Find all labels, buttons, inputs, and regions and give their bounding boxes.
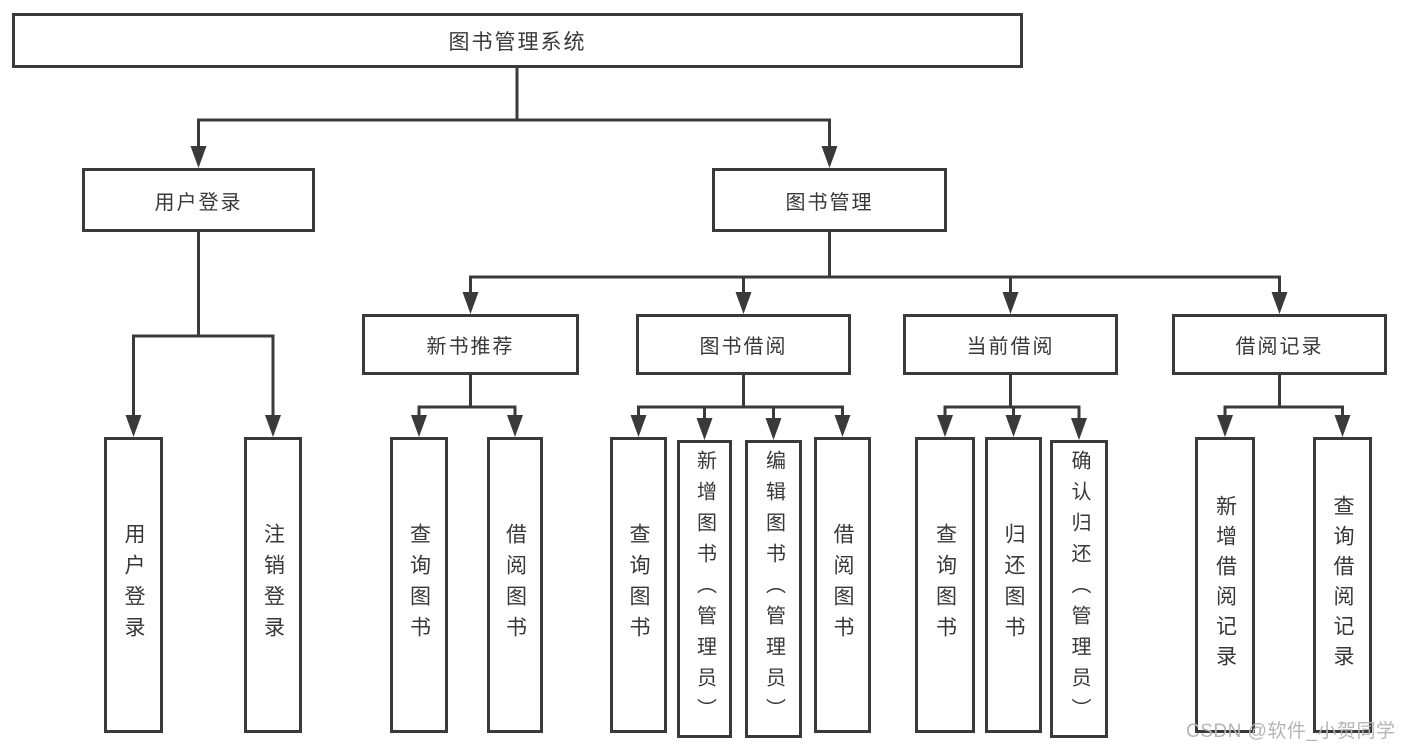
arrow-down-icon xyxy=(834,415,851,437)
arrow-down-icon xyxy=(507,415,523,437)
leaf-logout: 注销登录 xyxy=(244,437,302,733)
leaf-query-book-borrow: 查询图书 xyxy=(610,437,667,733)
arrow-down-icon xyxy=(821,146,838,168)
connector-newbookrec-to-leaves xyxy=(417,373,517,420)
arrow-down-icon xyxy=(125,415,142,437)
connector-currentborrow-to-leaves xyxy=(943,373,1081,423)
node-current-borrowing-label: 当前借阅 xyxy=(966,336,1055,358)
leaf-return-book-label: 归还图书 xyxy=(1002,523,1025,647)
arrow-down-icon xyxy=(1271,292,1288,314)
arrow-down-icon xyxy=(696,418,713,440)
leaf-confirm-return-admin: 确认归还（管理员） xyxy=(1050,440,1108,738)
leaf-add-book-admin: 新增图书（管理员） xyxy=(677,440,732,738)
node-book-borrowing-label: 图书借阅 xyxy=(699,336,788,358)
node-new-book-recommend-label: 新书推荐 xyxy=(426,336,515,358)
leaf-query-book-recommend: 查询图书 xyxy=(390,437,448,733)
arrow-down-icon xyxy=(1217,415,1233,437)
arrow-down-icon xyxy=(630,415,647,437)
arrow-down-icon xyxy=(937,415,953,437)
leaf-query-book-current-label: 查询图书 xyxy=(933,523,957,647)
node-root-label: 图书管理系统 xyxy=(448,30,587,54)
leaf-edit-book-admin-label: 编辑图书（管理员） xyxy=(762,449,785,729)
leaf-query-book-recommend-label: 查询图书 xyxy=(407,523,431,647)
node-current-borrowing: 当前借阅 xyxy=(903,314,1118,375)
arrow-down-icon xyxy=(190,146,207,168)
node-new-book-recommend: 新书推荐 xyxy=(362,314,579,375)
arrow-down-icon xyxy=(765,418,782,440)
leaf-user-login-label: 用户登录 xyxy=(122,523,145,647)
node-borrowing-records-label: 借阅记录 xyxy=(1235,336,1324,358)
node-user-login: 用户登录 xyxy=(82,168,315,232)
arrow-down-icon xyxy=(265,415,281,437)
leaf-add-borrow-record: 新增借阅记录 xyxy=(1195,437,1255,733)
leaf-query-borrow-record: 查询借阅记录 xyxy=(1313,437,1372,733)
leaf-query-book-borrow-label: 查询图书 xyxy=(627,523,650,647)
connector-borrowrecords-to-leaves xyxy=(1223,373,1344,420)
leaf-confirm-return-admin-label: 确认归还（管理员） xyxy=(1068,449,1090,729)
arrow-down-icon xyxy=(735,292,752,314)
arrow-down-icon xyxy=(1071,418,1087,440)
leaf-add-book-admin-label: 新增图书（管理员） xyxy=(693,449,716,729)
leaf-logout-label: 注销登录 xyxy=(261,523,285,647)
leaf-return-book: 归还图书 xyxy=(985,437,1042,733)
leaf-borrow-book-recommend: 借阅图书 xyxy=(487,437,543,733)
node-book-management: 图书管理 xyxy=(712,168,947,232)
arrow-down-icon xyxy=(1002,292,1019,314)
node-user-login-label: 用户登录 xyxy=(154,191,243,214)
node-borrowing-records: 借阅记录 xyxy=(1172,314,1387,375)
leaf-borrow-book-recommend-label: 借阅图书 xyxy=(503,523,527,647)
arrow-down-icon xyxy=(1334,415,1351,437)
connector-bookmgmt-to-level3 xyxy=(469,230,1281,296)
connector-bookborrow-to-leaves xyxy=(637,373,844,423)
leaf-borrow-book-label: 借阅图书 xyxy=(831,523,854,647)
csdn-watermark: CSDN @软件_小贺同学 xyxy=(1186,721,1396,742)
leaf-add-borrow-record-label: 新增借阅记录 xyxy=(1213,495,1237,675)
node-book-borrowing: 图书借阅 xyxy=(636,314,851,375)
arrow-down-icon xyxy=(1005,415,1022,437)
leaf-edit-book-admin: 编辑图书（管理员） xyxy=(745,440,802,738)
leaf-query-book-current: 查询图书 xyxy=(915,437,975,733)
leaf-query-borrow-record-label: 查询借阅记录 xyxy=(1331,495,1354,675)
leaf-borrow-book: 借阅图书 xyxy=(814,437,871,733)
node-root: 图书管理系统 xyxy=(12,13,1023,68)
arrow-down-icon xyxy=(462,292,479,314)
arrow-down-icon xyxy=(411,415,427,437)
connector-root-to-level2 xyxy=(197,66,831,150)
leaf-user-login: 用户登录 xyxy=(104,437,163,733)
connector-userlogin-to-leaves xyxy=(132,230,275,420)
node-book-management-label: 图书管理 xyxy=(785,191,874,214)
